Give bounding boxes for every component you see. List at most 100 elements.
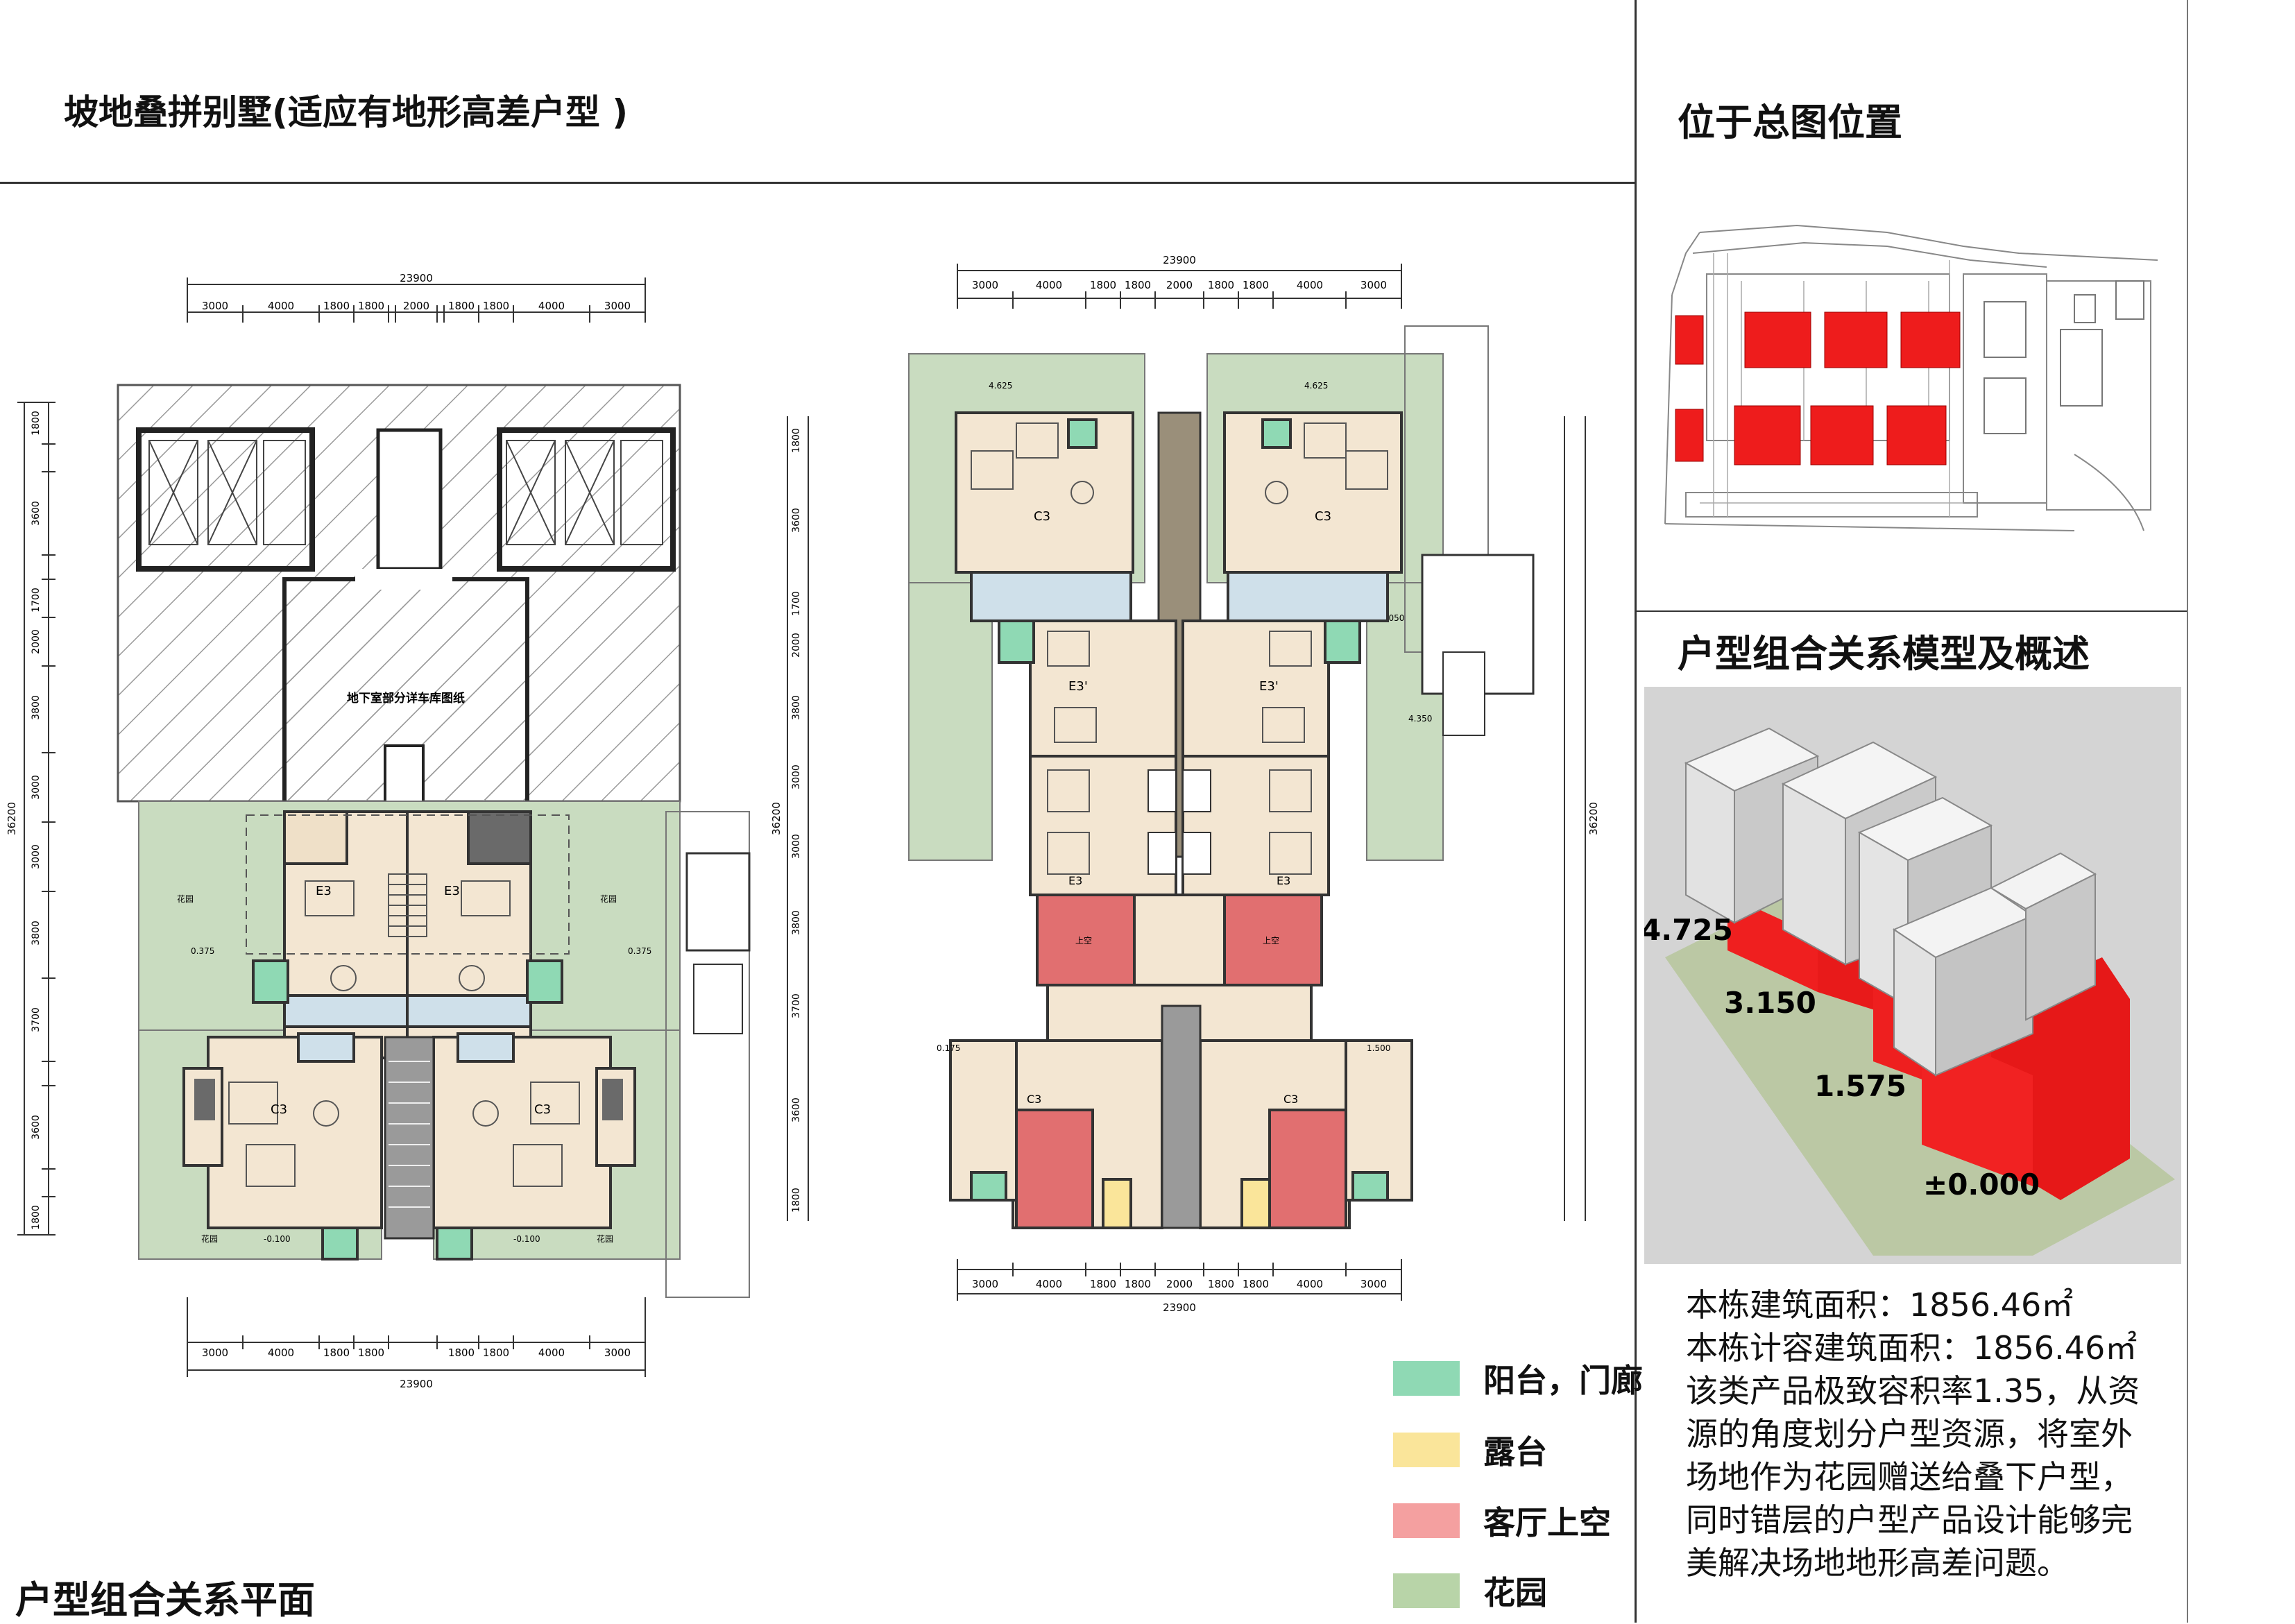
plan-heading: 户型组合关系平面	[15, 1578, 315, 1622]
dim-label: 3000	[972, 1278, 998, 1290]
legend-double-height: 客厅上空	[1393, 1496, 1611, 1545]
description-text: 本栋建筑面积：1856.46㎡ 本栋计容建筑面积：1856.46㎡ 该类产品极致…	[1686, 1283, 2185, 1584]
dim-label: 3700	[791, 993, 802, 1018]
dim-label: 2000	[1166, 1278, 1193, 1290]
legend-swatch	[1393, 1361, 1460, 1396]
plan-left-total-width: 23900	[400, 272, 433, 284]
dim-label: 4000	[1036, 1278, 1062, 1290]
description-line: 同时错层的户型产品设计能够完	[1686, 1501, 2133, 1539]
dim-label: 3800	[31, 921, 42, 946]
legend-label: 客厅上空	[1483, 1504, 1611, 1541]
legend-label: 花园	[1483, 1574, 1547, 1612]
room-label: 上空	[1263, 936, 1279, 946]
description-line: 本栋建筑面积：1856.46㎡	[1686, 1286, 2074, 1324]
site-map	[1664, 224, 2158, 531]
description-line: 美解决场地地形高差问题。	[1686, 1544, 2069, 1582]
dim-label: 2000	[31, 629, 42, 654]
dim-label: 3700	[31, 1007, 42, 1032]
unit-label: C3	[1315, 509, 1331, 524]
dim-label: 1800	[791, 428, 802, 453]
dim-label: 1800	[1208, 279, 1234, 291]
room-label: 花园	[600, 894, 617, 904]
page-title: 坡地叠拼别墅(适应有地形高差户型 )	[64, 92, 629, 133]
legend-swatch	[1393, 1573, 1460, 1608]
unit-label: E3	[1277, 874, 1290, 887]
dim-label: 3000	[1360, 1278, 1387, 1290]
dim-label: 1800	[31, 1205, 42, 1230]
model-elevation: 1.575	[1814, 1069, 1906, 1103]
dim-label: 1800	[483, 300, 509, 312]
dim-label: 3600	[791, 508, 802, 533]
plan-left-total-height: 36200	[6, 802, 18, 835]
model-elevation: ±0.000	[1923, 1168, 2040, 1202]
dim-label: 1800	[1090, 1278, 1116, 1290]
room-label: 花园	[177, 894, 194, 904]
dim-label: 1800	[323, 300, 350, 312]
dim-label: 3800	[791, 695, 802, 720]
legend-balcony: 阳台，门廊	[1393, 1354, 1643, 1403]
description-line: 场地作为花园赠送给叠下户型，	[1686, 1458, 2133, 1496]
dim-label: 4000	[268, 1347, 294, 1359]
unit-label: E3'	[1259, 679, 1279, 694]
site-location-heading: 位于总图位置	[1678, 101, 1902, 144]
dim-label: 3000	[1360, 279, 1387, 291]
dim-label: 3000	[31, 844, 42, 869]
dim-label: 1800	[358, 1347, 384, 1359]
plan-right-total-width-bottom: 23900	[1163, 1301, 1196, 1314]
dim-label: 1800	[31, 411, 42, 436]
dim-label: 3000	[202, 1347, 228, 1359]
dim-label: 4000	[1297, 279, 1323, 291]
dim-label: 3000	[791, 764, 802, 789]
description-line: 本栋计容建筑面积：1856.46㎡	[1686, 1329, 2138, 1367]
elevation-label: 0.375	[628, 946, 651, 956]
plan-left-total-width-bottom: 23900	[400, 1378, 433, 1390]
dim-label: 3000	[604, 1347, 631, 1359]
dim-label: 3000	[202, 300, 228, 312]
header-divider	[0, 182, 1635, 184]
elevation-label: 4.625	[989, 381, 1012, 391]
dim-label: 1800	[358, 300, 384, 312]
dim-label: 2000	[1166, 279, 1193, 291]
elevation-label: 0.375	[191, 946, 214, 956]
unit-label: C3	[534, 1102, 551, 1117]
unit-label: C3	[271, 1102, 287, 1117]
unit-label: E3	[316, 884, 332, 898]
unit-label: E3'	[1068, 679, 1088, 694]
legend-swatch	[1393, 1503, 1460, 1538]
elevation-label: -0.100	[264, 1234, 291, 1244]
right-panel-hdivider	[1635, 610, 2187, 612]
right-edge-line	[2187, 0, 2188, 1623]
dim-label: 3800	[31, 695, 42, 720]
dim-label: 1800	[448, 300, 475, 312]
room-label: 花园	[201, 1233, 218, 1244]
legend-label: 阳台，门廊	[1483, 1362, 1643, 1399]
dim-label: 3800	[791, 910, 802, 935]
floor-plan-left: 23900 3000 4000 1800 1800 2000 1800 1800…	[6, 272, 751, 1390]
legend-label: 露台	[1483, 1433, 1547, 1471]
unit-label: C3	[1027, 1093, 1041, 1106]
floor-plan-right: 23900 3000 4000 1800 1800 2000 1800 1800…	[770, 254, 1600, 1314]
description-line: 源的角度划分户型资源，将室外	[1686, 1415, 2133, 1453]
dim-label: 3000	[604, 300, 631, 312]
elevation-label: 4.625	[1304, 381, 1328, 391]
unit-label: C3	[1283, 1093, 1298, 1106]
unit-label: E3	[1068, 874, 1082, 887]
dim-label: 1800	[323, 1347, 350, 1359]
dim-label: 4000	[268, 300, 294, 312]
legend-terrace: 露台	[1393, 1426, 1547, 1474]
dim-label: 4000	[1036, 279, 1062, 291]
dim-label: 1800	[1243, 1278, 1269, 1290]
plan-right-total-width: 23900	[1163, 254, 1196, 266]
elevation-label: 1.500	[1367, 1043, 1390, 1053]
dim-label: 2000	[403, 300, 429, 312]
plan-right-total-height-2: 36200	[1587, 802, 1600, 835]
dim-label: 1800	[483, 1347, 509, 1359]
dim-label: 1700	[791, 591, 802, 616]
plan-right-total-height: 36200	[770, 802, 783, 835]
dim-label: 1800	[1125, 279, 1151, 291]
dim-label: 1700	[31, 588, 42, 613]
massing-model: 4.725 3.150 1.575 ±0.000	[1644, 687, 2181, 1264]
elevation-label: -0.100	[513, 1234, 540, 1244]
room-label: 花园	[597, 1233, 613, 1244]
dim-label: 1800	[1208, 1278, 1234, 1290]
